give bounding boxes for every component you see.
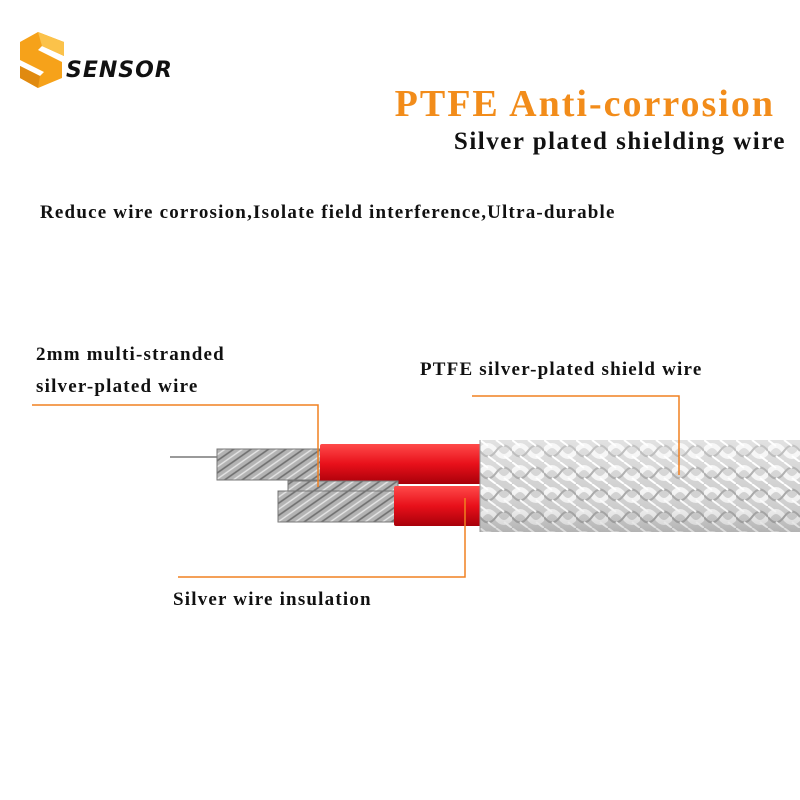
s-shield-logo-icon (20, 32, 64, 88)
brand-name: SENSOR (66, 58, 173, 83)
lower-conductor-insulation (394, 486, 486, 526)
feature-tagline: Reduce wire corrosion,Isolate field inte… (40, 202, 616, 223)
leader-line-shield (472, 395, 680, 475)
leader-line-insulation (178, 498, 466, 578)
callout-stranded-wire: 2mm multi-stranded silver-plated wire (36, 339, 225, 403)
lower-conductor-strands (277, 490, 401, 523)
page-subtitle: Silver plated shielding wire (453, 128, 786, 155)
callout-stranded-line2: silver-plated wire (36, 376, 199, 397)
callout-insulation: Silver wire insulation (173, 589, 372, 610)
leader-line-strands (32, 404, 319, 487)
upper-conductor-insulation (320, 444, 485, 484)
callout-stranded-line1: 2mm multi-stranded (36, 344, 225, 365)
page-title: PTFE Anti-corrosion (394, 83, 775, 125)
upper-conductor-strands (216, 448, 328, 481)
callout-shield-wire: PTFE silver-plated shield wire (420, 359, 703, 380)
